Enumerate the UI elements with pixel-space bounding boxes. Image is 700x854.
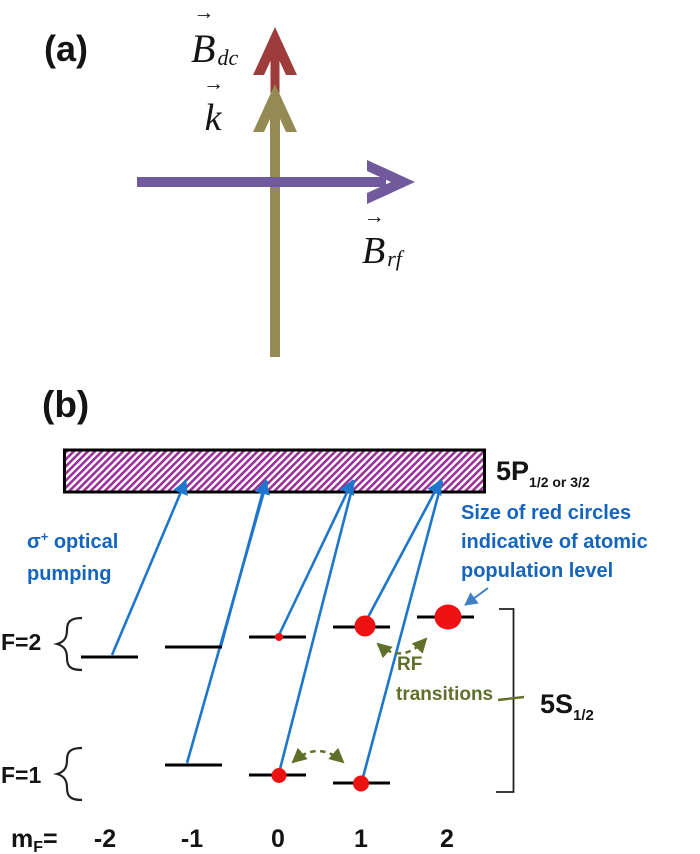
mf-value-1: 1 — [354, 825, 368, 853]
pump-line-f1-m0 — [277, 480, 356, 774]
population-circles — [271, 604, 462, 792]
excited-level-band — [63, 448, 486, 494]
pump-line-f2-m1 — [364, 479, 443, 622]
size-note-pointer-arrow — [464, 587, 489, 606]
mf-equals: = — [43, 825, 58, 853]
ground-term-label: 5S1/2 — [540, 689, 594, 724]
f1-label: F=1 — [1, 762, 42, 788]
brf-vector: → B — [362, 204, 385, 273]
excited-term-label: 5P1/2 or 3/2 — [496, 456, 590, 490]
pump-line-f1-m1 — [360, 480, 444, 782]
mf-value-m1: -1 — [180, 825, 204, 853]
bdc-symbol: B — [191, 26, 216, 71]
f2-brace — [53, 616, 83, 672]
pump-line-f1-mm1 — [185, 480, 269, 764]
size-note: Size of red circles indicative of atomic… — [461, 499, 648, 586]
rf-label-line1: RF — [397, 654, 423, 675]
brf-subscript: rf — [387, 246, 402, 271]
size-note-line1: Size of red circles — [461, 502, 632, 524]
k-symbol: k — [204, 97, 222, 139]
excited-term-base: 5P — [496, 456, 530, 486]
mf-value-m2: -2 — [93, 825, 117, 853]
vector-arrow-icon: → — [193, 0, 214, 24]
optical-pumping-line1: σ+ optical — [27, 521, 118, 558]
mf-value-2: 2 — [440, 825, 454, 853]
optical-word: optical — [48, 531, 119, 553]
size-note-line3: population level — [461, 560, 614, 582]
k-arrow — [253, 84, 297, 357]
bdc-label: → B dc — [191, 0, 238, 72]
ground-state-bracket — [496, 608, 515, 793]
vector-arrow-icon: → — [363, 204, 385, 228]
excited-term-subscript: 1/2 or 3/2 — [529, 474, 590, 490]
optical-pumping-lines — [110, 479, 444, 782]
bdc-subscript: dc — [217, 45, 239, 70]
mf-subscript: F — [33, 839, 44, 854]
optical-pumping-line2: pumping — [27, 563, 112, 585]
panel-b-label: (b) — [42, 384, 90, 425]
k-label: → k — [203, 71, 224, 140]
population-f1-m0 — [271, 768, 287, 783]
mf-axis-label: mF= — [11, 825, 58, 854]
bdc-vector: → B — [191, 0, 215, 72]
sigma-superscript: + — [40, 529, 49, 544]
transitions-pointer-dash — [497, 695, 525, 702]
population-f1-m1 — [353, 775, 369, 792]
population-f2-m1 — [354, 615, 376, 637]
population-f2-m0 — [275, 633, 283, 641]
vector-arrow-icon: → — [203, 71, 224, 95]
sigma-symbol: σ — [27, 531, 41, 553]
rf-arc-f2 — [376, 637, 428, 659]
bdc-arrow — [253, 27, 297, 93]
brf-label: → B rf — [362, 204, 402, 273]
rf-label-line2: transitions — [396, 684, 494, 705]
mf-value-0: 0 — [271, 825, 285, 853]
f1-brace — [53, 746, 83, 802]
ground-term-base: 5S — [540, 689, 574, 719]
rf-arc-f1 — [291, 747, 345, 764]
population-f2-m2 — [434, 604, 462, 630]
brf-symbol: B — [362, 230, 386, 272]
panel-a-label: (a) — [44, 28, 88, 69]
optical-pumping-note: σ+ optical pumping — [27, 521, 118, 590]
pump-line-f2-m0 — [277, 479, 355, 636]
ground-term-subscript: 1/2 — [573, 707, 594, 724]
size-note-line2: indicative of atomic — [461, 531, 648, 553]
brf-arrow — [137, 160, 415, 204]
k-vector: → k — [203, 71, 224, 140]
mf-symbol: m — [11, 825, 34, 853]
pump-line-f2-mm2 — [110, 479, 188, 656]
f2-label: F=2 — [1, 629, 42, 655]
